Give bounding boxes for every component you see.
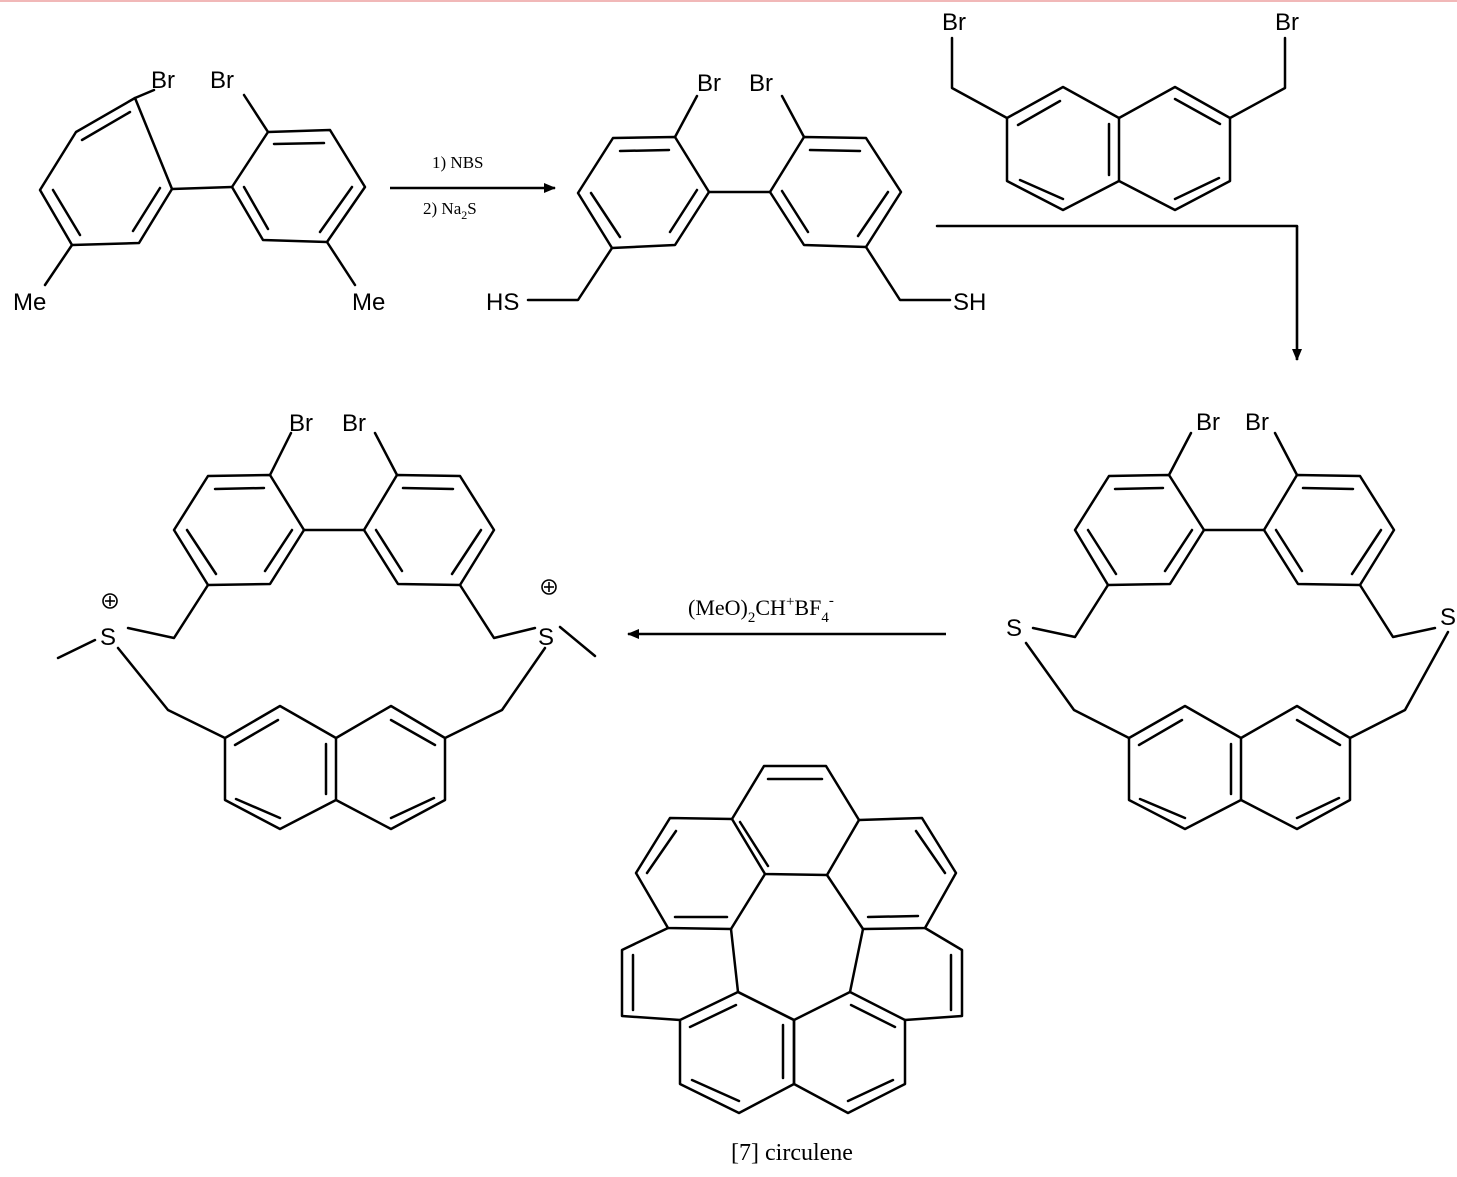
methyl-label: Me [13,289,46,316]
bromine-label: Br [289,410,313,437]
positive-charge-icon [541,579,557,595]
reagent-nbs: 1) NBS [432,153,483,172]
bromine-label: Br [697,70,721,97]
compound-7-circulene: [7] circulene [620,764,964,1166]
bromine-label: Br [210,67,234,94]
compound-dibromo-dimethylbiphenyl: Br Br Me Me [13,67,385,316]
compound-dithiacyclophane: Br Br S S [1006,409,1456,831]
bromine-label: Br [1275,9,1299,36]
reaction-arrow-step2 [935,224,1302,361]
thiol-label: SH [953,289,986,316]
sulfur-label: S [1006,615,1022,642]
sulfur-label: S [1440,604,1456,631]
sulfur-label: S [538,624,554,651]
positive-charge-icon [102,593,118,609]
bromine-label: Br [342,410,366,437]
reagent-methylation: (MeO)2CH+BF4- [688,593,834,626]
compound-bis-bromomethyl-naphthalene: Br Br [942,9,1299,212]
reagent-na2s: 2) Na2S [423,199,477,222]
reaction-arrow-step3: (MeO)2CH+BF4- [627,593,946,639]
bromine-label: Br [749,70,773,97]
bromine-label: Br [1196,409,1220,436]
compound-bis-sulfonium: Br Br S S [56,410,597,831]
bromine-label: Br [1245,409,1269,436]
sulfur-label: S [100,624,116,651]
methyl-label: Me [352,289,385,316]
bromine-label: Br [942,9,966,36]
compound-dithiol: Br Br HS SH [486,70,986,316]
reaction-arrow-step1: 1) NBS 2) Na2S [390,153,556,222]
bromine-label: Br [151,67,175,94]
product-name: [7] circulene [731,1140,853,1166]
thiol-label: HS [486,289,519,316]
